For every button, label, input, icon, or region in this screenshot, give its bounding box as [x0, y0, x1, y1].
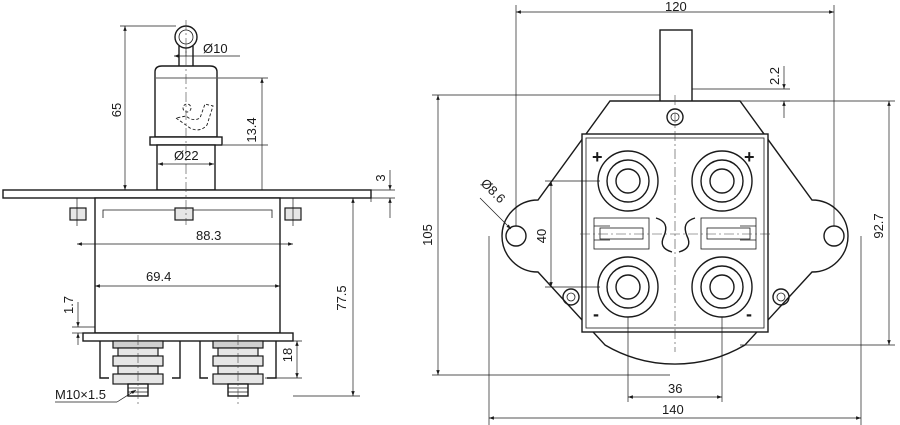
side-screw-left	[562, 288, 580, 306]
dim-gap: 1.7	[61, 296, 76, 314]
dim-height: 65	[109, 103, 124, 117]
dim-total-height: 105	[420, 224, 435, 246]
polarity-plus-right: +	[744, 147, 755, 167]
terminal-top-right	[691, 150, 753, 212]
side-screw-right	[772, 288, 790, 306]
dim-width-bottom: 140	[662, 402, 684, 417]
thread-label: M10×1.5	[55, 387, 106, 402]
dim-body-width: 69.4	[146, 269, 171, 284]
front-view: + + - - 120 2.2 Ø8.6 105 92.7	[420, 0, 895, 425]
polarity-minus-right: -	[746, 304, 752, 324]
contact-bridge-right	[700, 217, 757, 250]
switch-base	[82, 332, 294, 342]
stud-nut-center	[174, 207, 194, 221]
dim-boot-diameter: Ø22	[174, 148, 199, 163]
side-view: Ø10 65 13.4 Ø22 3 88.3 69.4 1.7	[2, 20, 395, 405]
dim-stud-span: 88.3	[196, 228, 221, 243]
toggle-lever	[659, 29, 693, 111]
dim-terminal-pitch-v: 40	[534, 229, 549, 243]
dim-offset: 2.2	[767, 67, 782, 85]
dim-plate-thickness: 3	[373, 174, 388, 181]
dim-depth: 77.5	[334, 285, 349, 310]
dim-hole-diameter: Ø8.6	[478, 176, 509, 207]
dim-hole-span: 92.7	[871, 213, 886, 238]
dim-cap: 13.4	[244, 117, 259, 142]
mounting-plate	[2, 189, 372, 199]
dim-terminal-pitch-h: 36	[668, 381, 682, 396]
polarity-minus-left: -	[593, 304, 599, 324]
contact-bridge-left	[593, 217, 650, 250]
dim-width-top: 120	[665, 0, 687, 14]
dim-toggle-diameter: Ø10	[203, 41, 228, 56]
stud-nut-left	[69, 207, 87, 221]
dim-terminal: 18	[280, 348, 295, 362]
polarity-plus-left: +	[592, 147, 603, 167]
